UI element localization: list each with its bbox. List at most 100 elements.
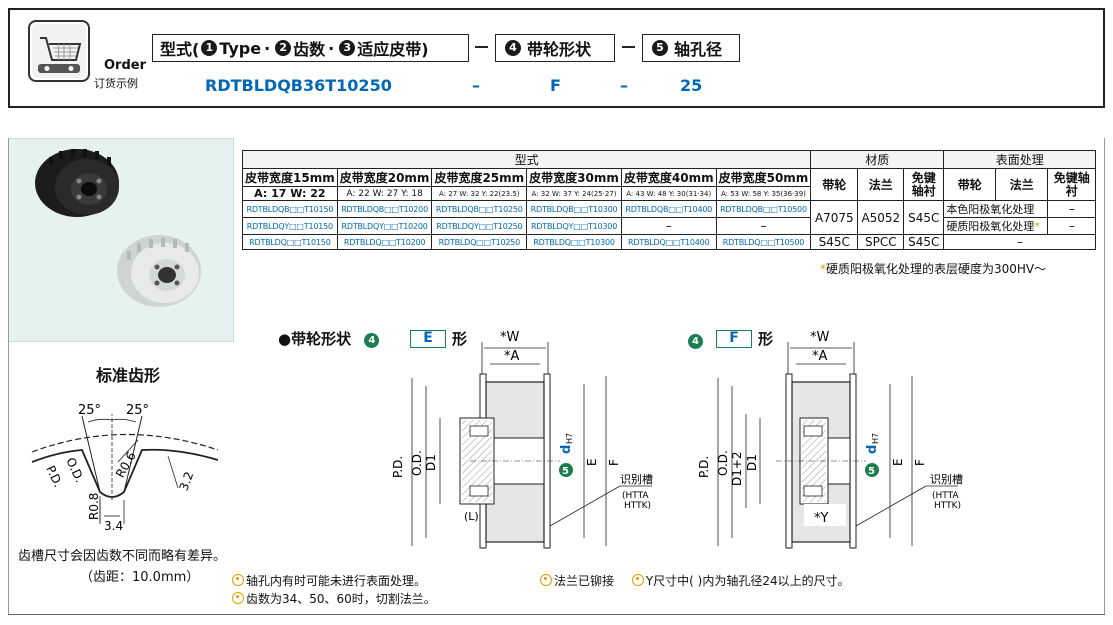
footnote-text: Y尺寸中( )内为轴孔径24以上的尺寸。 [645, 574, 850, 588]
surf-cell: 硬质阳极氧化处理* [943, 217, 1049, 235]
code-cell: RDTBLDQY□□T10300 [526, 217, 622, 235]
separator: · [264, 38, 271, 58]
angle-right-label: 25° [126, 403, 149, 418]
mat-cell: A7075 [810, 200, 859, 235]
dim-d1p2: D1+2 [730, 451, 744, 486]
bore-num: 5 [562, 466, 569, 477]
value-bore: 25 [680, 76, 703, 95]
code-cell: RDTBLDQ□□T10200 [336, 234, 433, 250]
spec-table: 型式 材质 表面处理 皮带宽度15mm 皮带宽度20mm 皮带宽度25mm 皮带… [241, 150, 1097, 250]
h32-label: 3.2 [177, 470, 197, 493]
tip-icon [232, 592, 244, 604]
surf-hard-text: 硬质阳极氧化处理 [946, 220, 1035, 233]
bottom-divider [8, 614, 1105, 615]
hardness-note: *硬质阳极氧化处理的表层硬度为300HV～ [820, 260, 1046, 277]
drawing-f: *W *A *Y P.D. O.D. D1+2 D1 E F 5 d H7 识别… [697, 330, 963, 549]
value-type: RDTBLDQB36T10250 [205, 76, 392, 95]
order-example-box: Order 订货示例 型式( 1 Type · 2 齿数 · 3 适应皮带) 4… [8, 8, 1105, 108]
dim-a: *A [504, 349, 520, 364]
product-photo [8, 138, 234, 342]
material-group-header: 材质 [810, 150, 945, 169]
dim-d1: D1 [745, 454, 759, 471]
value-shape: F [550, 76, 561, 95]
width-header: 皮带宽度20mm [336, 168, 433, 187]
dims-cell: A: 17 W: 22 [242, 186, 338, 201]
code-cell: RDTBLDQB□□T10500 [715, 200, 812, 218]
header-type-prefix: 型式( [160, 40, 200, 59]
num-badge-4: 4 [505, 40, 521, 56]
header-dash [622, 46, 635, 48]
od-label: O.D. [63, 455, 87, 484]
type-e-xing: 形 [452, 330, 468, 348]
bore-h7: H7 [871, 433, 880, 444]
code-cell: RDTBLDQB□□T10400 [620, 200, 717, 218]
dim-f: F [913, 459, 927, 466]
code-cell: RDTBLDQ□□T10300 [526, 234, 622, 250]
surf-flange-header: 法兰 [995, 168, 1049, 201]
w34-label: 3.4 [104, 519, 123, 533]
mark-sub2: HTTK) [934, 501, 961, 511]
footnote-2: 齿数为34、50、60时，切割法兰。 [232, 590, 436, 608]
num-badge-3: 3 [339, 40, 356, 56]
code-cell: RDTBLDQ□□T10150 [242, 234, 338, 250]
dim-w: *W [810, 330, 830, 345]
dims-cell: A: 27 W: 32 Y: 22(23.5) [431, 186, 528, 201]
tooth-profile-title: 标准齿形 [96, 366, 161, 385]
shape-title: ●带轮形状 4 [278, 328, 380, 349]
tooth-profile-diagram: 25° 25° R0.6 O.D. P.D. R0.8 3.2 3.4 [31, 403, 219, 533]
dim-l: (L) [464, 510, 479, 523]
footnote-text: 齿数为34、50、60时，切割法兰。 [246, 592, 436, 606]
value-dash: – [620, 76, 628, 95]
surf-cell: – [943, 234, 1097, 250]
drawing-e: *W *A P.D. O.D. D1 E F 5 d H7 (L) 识别槽 (H… [391, 330, 653, 549]
mark-sub1: (HTTA [932, 491, 959, 501]
type-f-num: 4 [688, 330, 703, 349]
type-f-xing: 形 [758, 330, 774, 348]
num-badge-4: 4 [364, 333, 380, 348]
tooth-note: 齿槽尺寸会因齿数不同而略有差异。 [18, 549, 227, 564]
num-badge-1: 1 [201, 40, 218, 56]
mark-sub2: HTTK) [624, 501, 651, 511]
r08-label: R0.8 [87, 493, 101, 520]
dims-cell: A: 22 W: 27 Y: 18 [336, 186, 433, 201]
header-bore-box: 5 轴孔径 [642, 34, 740, 62]
dim-w: *W [500, 330, 520, 345]
footnote-text: 法兰已铆接 [554, 574, 615, 588]
bore-d: d [559, 445, 574, 454]
header-type-3: 适应皮带) [357, 40, 429, 59]
dims-cell: A: 32 W: 37 Y: 24(25·27) [526, 186, 622, 201]
code-cell: RDTBLDQ□□T10250 [431, 234, 528, 250]
order-sublabel: 订货示例 [94, 77, 138, 90]
surf-dash-cell: – [1047, 217, 1097, 235]
dim-e: E [891, 458, 905, 466]
dim-pd: P.D. [697, 456, 711, 478]
table-row: RDTBLDQ□□T10150 RDTBLDQ□□T10200 RDTBLDQ□… [242, 234, 1097, 250]
cart-icon-frame [28, 20, 90, 82]
header-type-box: 型式( 1 Type · 2 齿数 · 3 适应皮带) [152, 34, 469, 62]
surf-key-header: 免键轴衬 [1047, 168, 1097, 201]
tip-icon [232, 574, 244, 586]
surf-dash-cell: – [1047, 200, 1097, 218]
dim-d1: D1 [424, 454, 438, 471]
value-dash: – [472, 76, 480, 95]
tip-icon [631, 574, 644, 586]
footnote-right: 法兰已铆接 Y尺寸中( )内为轴孔径24以上的尺寸。 [540, 572, 850, 589]
dim-f: F [607, 459, 621, 466]
type-group-header: 型式 [241, 150, 812, 169]
order-label: Order [104, 58, 146, 73]
mat-cell: A5052 [857, 200, 905, 235]
code-cell: RDTBLDQY□□T10150 [242, 217, 338, 235]
header-bore: 轴孔径 [674, 40, 723, 59]
num-badge-5: 5 [652, 40, 668, 56]
dim-pd: P.D. [391, 456, 405, 478]
code-cell: RDTBLDQB□□T10200 [336, 200, 433, 218]
footnotes: 轴孔内有时可能未进行表面处理。 齿数为34、50、60时，切割法兰。 [232, 572, 436, 608]
surface-group-header: 表面处理 [943, 150, 1097, 169]
separator: · [328, 38, 335, 58]
dim-od: O.D. [716, 450, 730, 476]
width-header: 皮带宽度30mm [526, 168, 622, 187]
code-cell: RDTBLDQB□□T10150 [242, 200, 338, 218]
code-cell: RDTBLDQY□□T10250 [431, 217, 528, 235]
bore-num: 5 [868, 466, 875, 477]
footnote-text: 轴孔内有时可能未进行表面处理。 [246, 574, 427, 588]
